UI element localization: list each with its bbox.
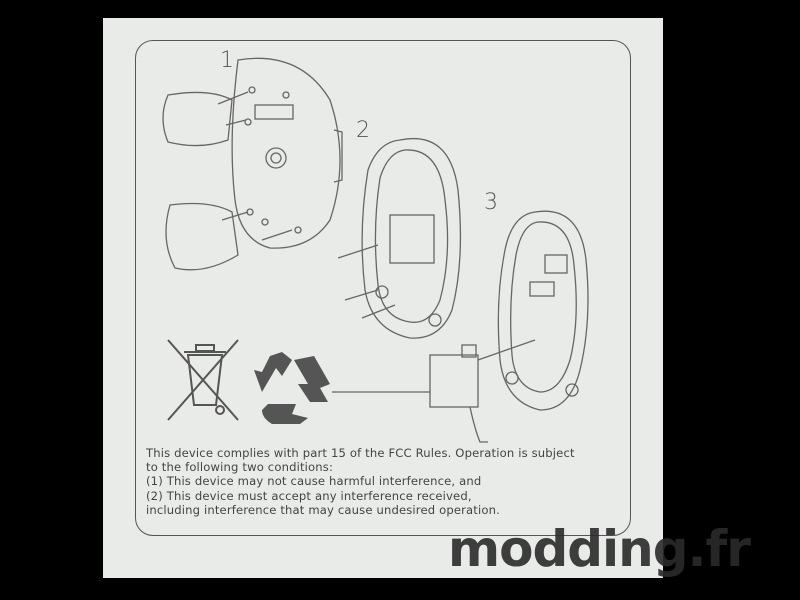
card-border xyxy=(135,40,631,536)
fcc-line: (2) This device must accept any interfer… xyxy=(146,488,472,503)
fcc-compliance-text: This device complies with part 15 of the… xyxy=(146,446,616,517)
step-number-1: 1 xyxy=(220,48,234,73)
step-number-2: 2 xyxy=(356,118,370,143)
mouse-shell-step3 xyxy=(477,210,589,411)
crossed-out-wheelie-bin-icon xyxy=(167,339,239,421)
recycle-arrows-icon xyxy=(254,352,330,424)
fcc-line: including interference that may cause un… xyxy=(146,502,500,517)
mouse-shell-step2 xyxy=(337,138,462,339)
battery-module xyxy=(332,344,488,443)
fcc-line: This device complies with part 15 of the… xyxy=(146,446,575,460)
site-watermark: modding.fr xyxy=(448,520,751,578)
fcc-line: to the following two conditions: xyxy=(146,460,333,475)
fcc-line: (1) This device may not cause harmful in… xyxy=(146,474,482,489)
step-number-3: 3 xyxy=(484,190,498,215)
mouse-bottom-step1 xyxy=(162,57,343,271)
